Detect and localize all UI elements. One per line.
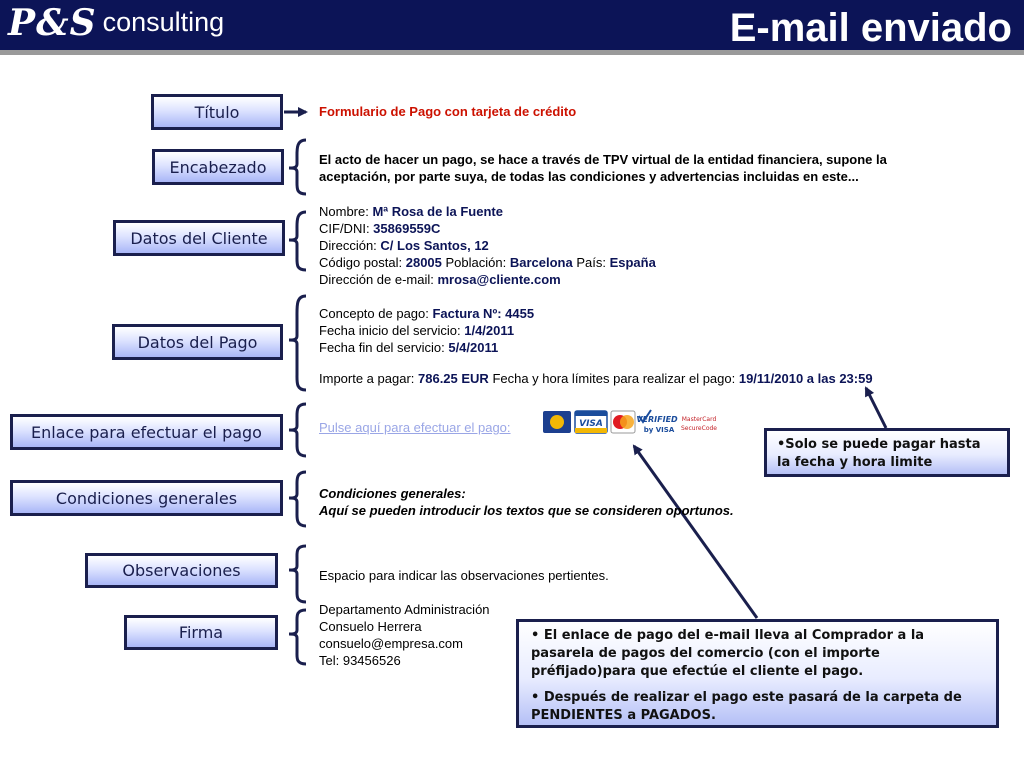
check-icon (638, 409, 652, 424)
brace-firma (288, 608, 307, 666)
label-encabezado: Encabezado (152, 149, 284, 185)
client-cif: CIF/DNI: 35869559C (319, 221, 441, 236)
header-divider (0, 50, 1024, 55)
verified-by-visa-text: VERIFIED (636, 415, 678, 424)
pay-link[interactable]: Pulse aquí para efectuar el pago: (319, 420, 511, 435)
email-intro-line-2: aceptación, por parte suya, de todas las… (319, 169, 859, 184)
brace-cliente (288, 210, 307, 272)
callout-limit-note: •Solo se puede pagar hasta la fecha y ho… (764, 428, 1010, 477)
client-email: Dirección de e-mail: mrosa@cliente.com (319, 272, 561, 287)
payment-concepto: Concepto de pago: Factura Nº: 4455 (319, 306, 535, 321)
email-intro-line-1: El acto de hacer un pago, se hace a trav… (319, 152, 887, 167)
email-subject: Formulario de Pago con tarjeta de crédit… (319, 104, 577, 119)
payment-fecha-inicio: Fecha inicio del servicio: 1/4/2011 (319, 323, 515, 338)
brace-observaciones (288, 544, 307, 604)
conditions-title: Condiciones generales: (319, 486, 466, 501)
label-firma: Firma (124, 615, 278, 650)
label-enlace-pago: Enlace para efectuar el pago (10, 414, 283, 450)
limit-arrow (864, 386, 888, 429)
callout-bullet-2: • Después de realizar el pago este pasar… (531, 690, 962, 723)
signature-name: Consuelo Herrera (319, 619, 422, 634)
securecode-text: MasterCard (682, 416, 717, 423)
verified-by-visa-text-2: by VISA (644, 426, 675, 434)
brace-enlace (288, 402, 307, 458)
conditions-text: Aquí se pueden introducir los textos que… (319, 503, 734, 518)
brace-pago (288, 294, 307, 392)
logo-word: consulting (102, 7, 225, 37)
payment-importe-limite: Importe a pagar: 786.25 EUR Fecha y hora… (319, 371, 873, 386)
label-datos-pago: Datos del Pago (112, 324, 283, 360)
brace-condiciones (288, 470, 307, 528)
brace-encabezado (288, 138, 307, 196)
payment-fecha-fin: Fecha fin del servicio: 5/4/2011 (319, 340, 499, 355)
label-observaciones: Observaciones (85, 553, 278, 588)
label-condiciones: Condiciones generales (10, 480, 283, 516)
page-title: E-mail enviado (729, 6, 1012, 50)
client-cp-poblacion-pais: Código postal: 28005 Población: Barcelon… (319, 255, 656, 270)
logo-mark: P&S (8, 2, 97, 44)
client-nombre: Nombre: Mª Rosa de la Fuente (319, 204, 503, 219)
client-direccion: Dirección: C/ Los Santos, 12 (319, 238, 489, 253)
label-datos-cliente: Datos del Cliente (113, 220, 285, 256)
callout-payment-notes: • El enlace de pago del e-mail lleva al … (516, 619, 999, 728)
signature-tel: Tel: 93456526 (319, 653, 401, 668)
header-bar (0, 0, 1024, 50)
signature-email: consuelo@empresa.com (319, 636, 463, 651)
label-titulo: Título (151, 94, 283, 130)
signature-dept: Departamento Administración (319, 602, 490, 617)
link-arrow (632, 444, 759, 619)
visa-text: VISA (579, 419, 603, 429)
callout-bullet-1: • El enlace de pago del e-mail lleva al … (531, 628, 925, 679)
securecode-text-2: SecureCode (681, 425, 717, 432)
card-logos: VISA VERIFIED by VISA MasterCard SecureC… (541, 404, 721, 440)
observations-text: Espacio para indicar las observaciones p… (319, 568, 609, 583)
